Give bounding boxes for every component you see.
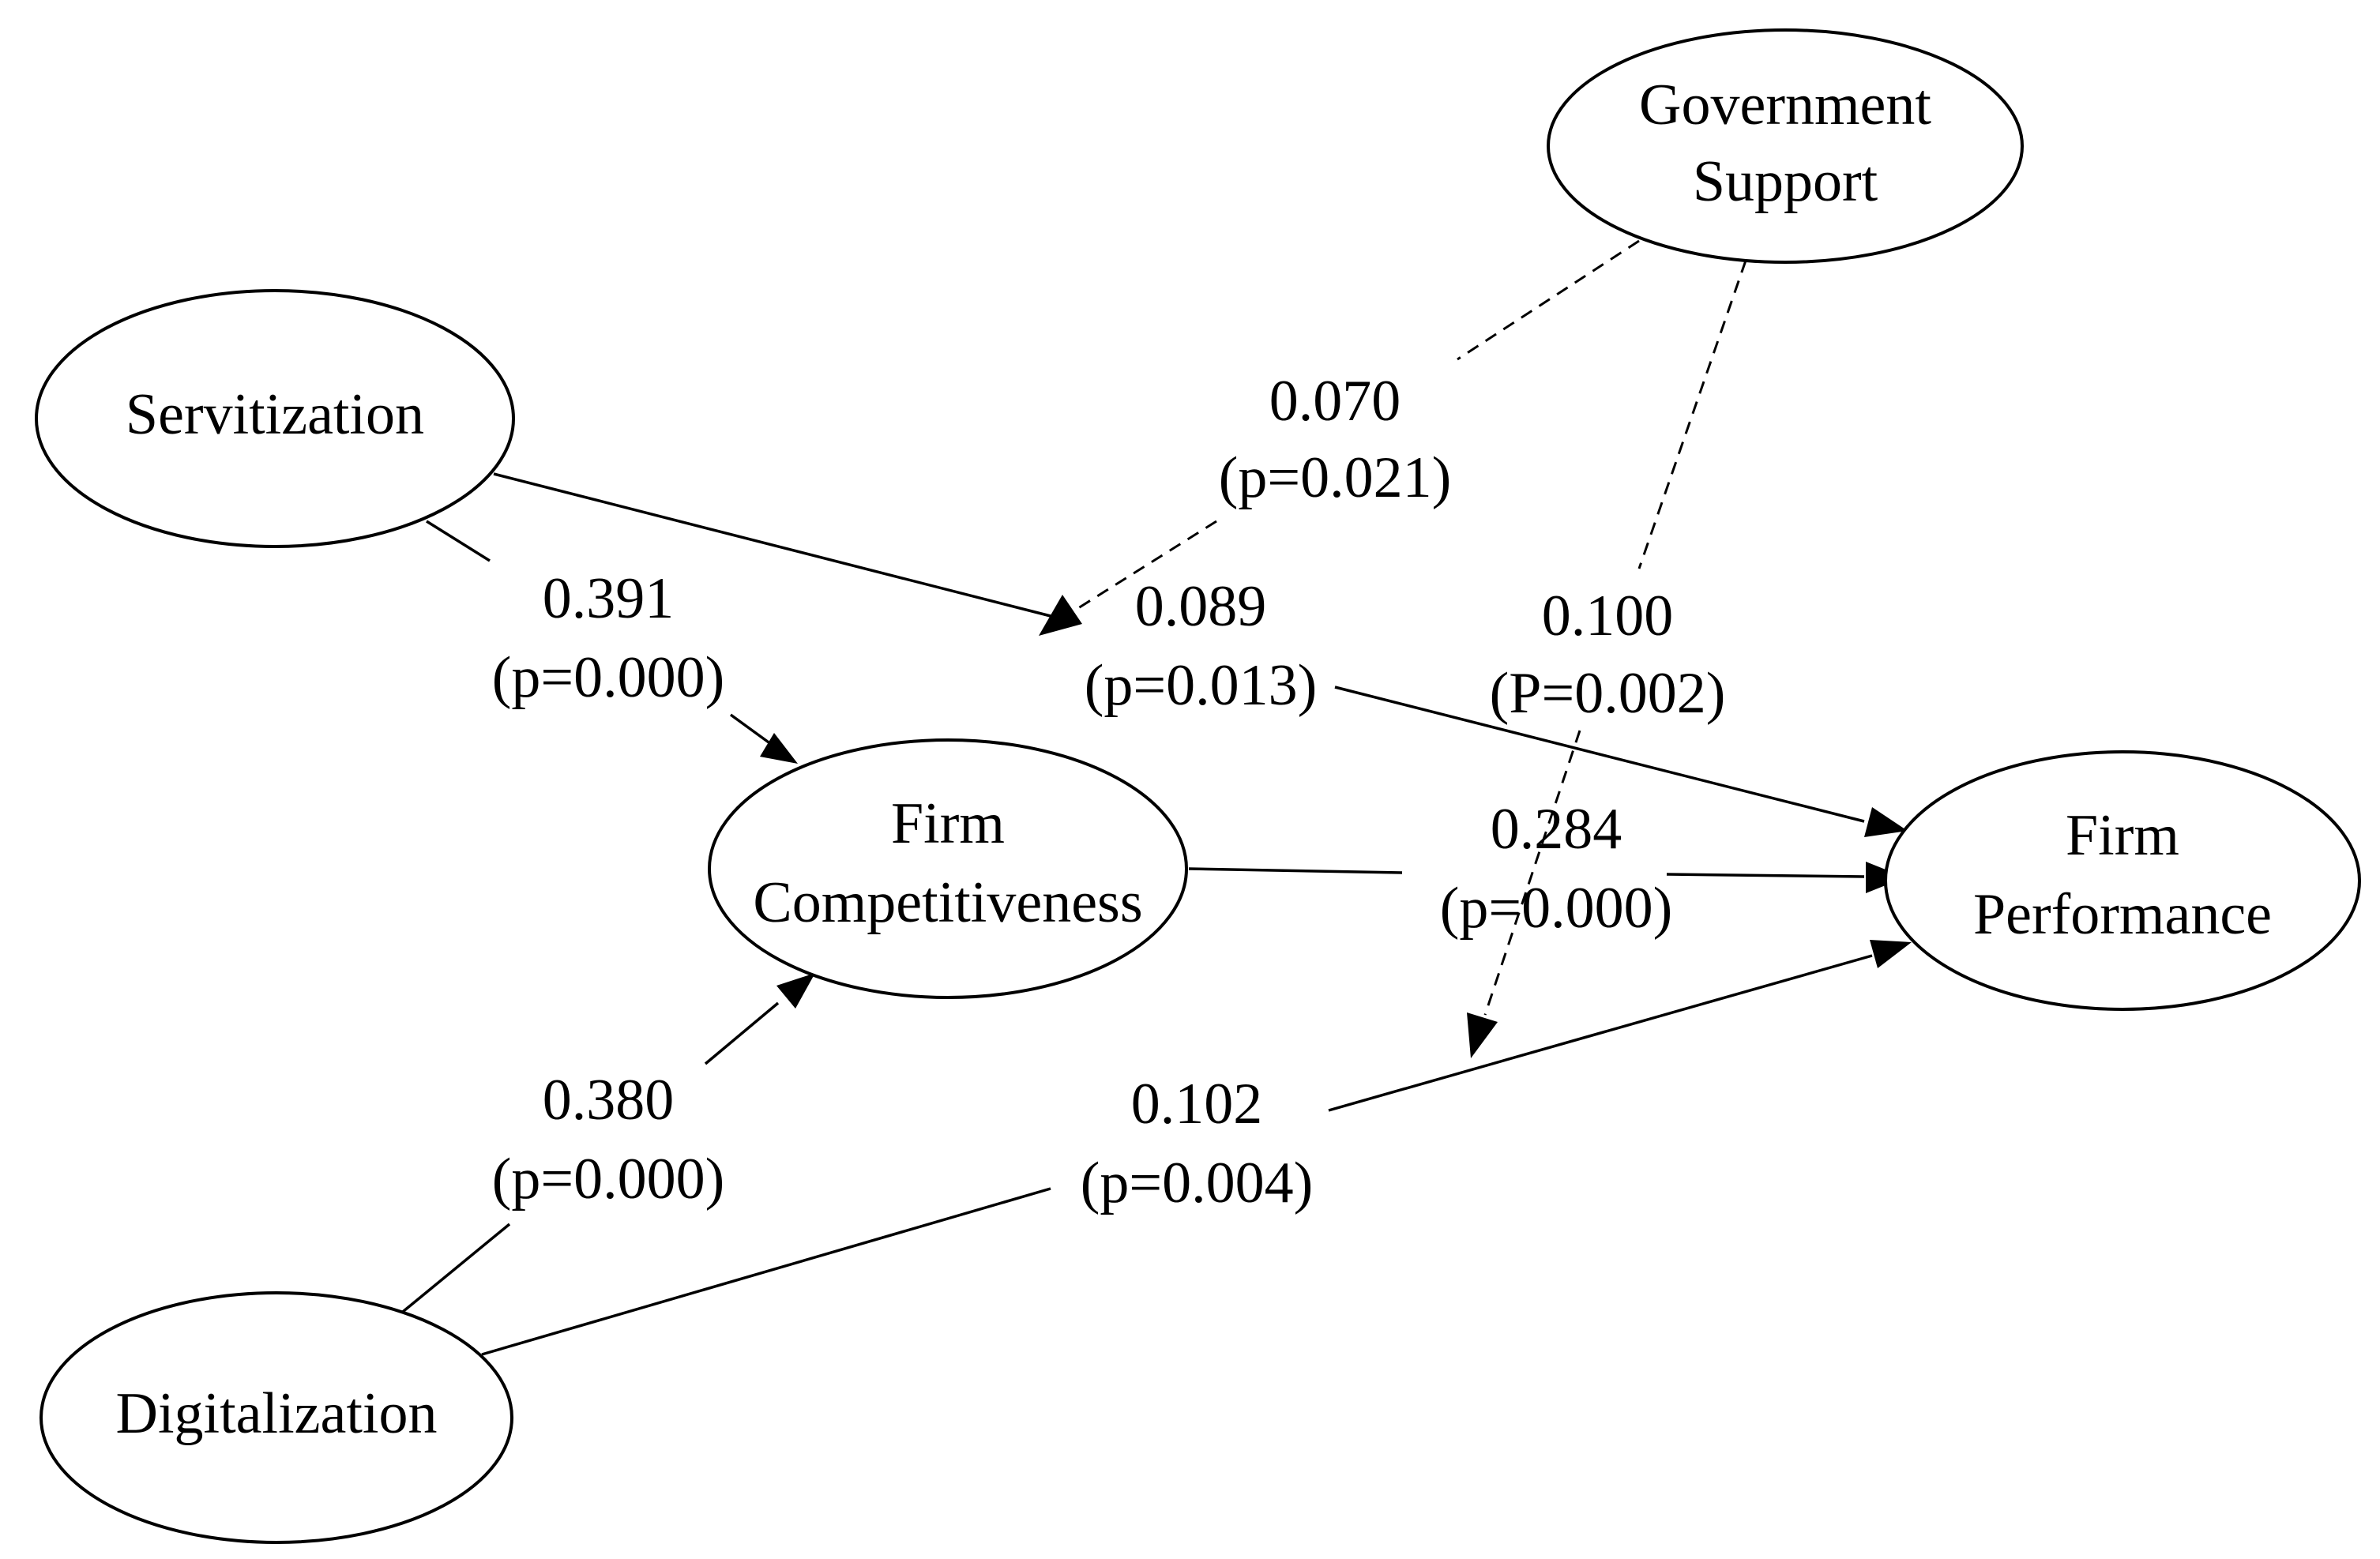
- edge-digitalization-performance-a: [481, 1187, 1051, 1356]
- arrowhead-servitization-competitiveness: [760, 733, 798, 764]
- path-label-gov-moderation-servitization: 0.070 (p=0.021): [1219, 369, 1452, 510]
- edge-servitization-competitiveness-arrow-stem: [729, 713, 776, 748]
- node-firm-competitiveness: Firm Competitiveness: [708, 738, 1188, 999]
- edge-servitization-performance-b: [1334, 686, 1865, 823]
- path-label-gov-moderation-digitalization: 0.100 (P=0.002): [1490, 584, 1726, 726]
- path-coefficient: 0.102: [1131, 1072, 1263, 1136]
- edge-servitization-performance-a: [493, 472, 1051, 618]
- path-label-competitiveness-performance: 0.284 (p=0.000): [1440, 797, 1673, 941]
- arrowhead-digitalization-competitiveness: [776, 973, 815, 1009]
- arrowhead-gov-moderation-digitalization: [1467, 1012, 1498, 1058]
- arrowhead-servitization-performance: [1864, 807, 1908, 837]
- edge-digitalization-performance-b: [1328, 954, 1873, 1112]
- edge-competitiveness-performance-a: [1188, 867, 1403, 874]
- path-coefficient: 0.070: [1269, 369, 1401, 434]
- edge-gov-moderation-servitization-b: [1077, 520, 1217, 610]
- path-p-value: (p=0.000): [492, 645, 725, 710]
- path-p-value: (p=0.004): [1081, 1151, 1314, 1215]
- node-label-line: Government: [1639, 73, 1931, 137]
- node-digitalization: Digitalization: [39, 1291, 513, 1544]
- path-coefficient: 0.089: [1135, 574, 1267, 639]
- node-government-support: Government Support: [1547, 28, 2024, 264]
- path-p-value: (p=0.000): [1440, 876, 1673, 941]
- node-label-line: Support: [1693, 149, 1878, 214]
- edge-gov-moderation-servitization-a: [1457, 239, 1640, 361]
- arrowhead-digitalization-performance: [1870, 940, 1912, 968]
- node-firm-performance: Firm Performance: [1884, 750, 2361, 1011]
- path-coefficient: 0.380: [543, 1068, 675, 1133]
- node-label-line: Digitalization: [116, 1381, 438, 1446]
- path-label-servitization-performance: 0.089 (p=0.013): [1085, 574, 1318, 718]
- node-servitization: Servitization: [35, 289, 515, 548]
- edge-digitalization-competitiveness-a: [397, 1223, 511, 1317]
- node-label-line: Firm: [891, 791, 1005, 856]
- edge-servitization-competitiveness: [426, 520, 491, 562]
- arrowhead-gov-moderation-servitization: [1039, 595, 1082, 636]
- path-p-value: (p=0.000): [492, 1147, 725, 1212]
- path-p-value: (P=0.002): [1490, 661, 1726, 726]
- edge-gov-moderation-digitalization-b: [1483, 730, 1581, 1016]
- path-coefficient: 0.100: [1542, 584, 1674, 648]
- path-p-value: (p=0.013): [1085, 653, 1318, 718]
- edge-gov-moderation-digitalization-a: [1637, 260, 1747, 569]
- path-label-digitalization-performance: 0.102 (p=0.004): [1081, 1072, 1314, 1215]
- path-label-digitalization-competitiveness: 0.380 (p=0.000): [492, 1068, 725, 1212]
- edge-competitiveness-performance-b: [1666, 873, 1865, 878]
- node-label-line: Firm: [2066, 803, 2179, 868]
- path-coefficient: 0.284: [1491, 797, 1622, 862]
- path-p-value: (p=0.021): [1219, 445, 1452, 510]
- node-label-line: Performance: [1973, 882, 2272, 947]
- node-label-line: Competitiveness: [753, 870, 1142, 935]
- node-label-line: Servitization: [126, 382, 424, 447]
- path-coefficient: 0.391: [543, 566, 675, 631]
- edge-digitalization-competitiveness-b: [704, 1001, 780, 1065]
- path-label-servitization-competitiveness: 0.391 (p=0.000): [492, 566, 725, 710]
